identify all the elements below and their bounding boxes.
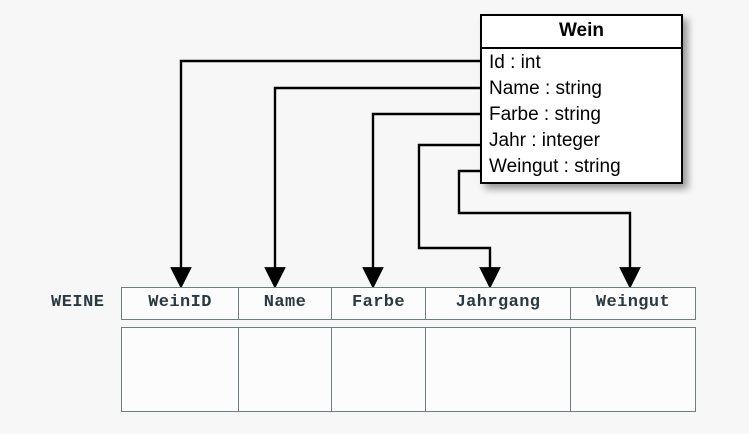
uml-class-name: Wein (482, 16, 681, 49)
connector-farbe-to-farbe (362, 112, 480, 289)
table-row (121, 327, 696, 412)
table-cell-name[interactable] (239, 328, 332, 411)
table-column-header-jahrgang[interactable]: Jahrgang (426, 288, 571, 319)
table-column-header-weingut[interactable]: Weingut (595, 293, 671, 312)
table-cell-farbe[interactable] (332, 328, 426, 411)
table-column-header-name[interactable]: Name (239, 288, 332, 319)
connector-jahr-to-jahrgang (417, 143, 501, 289)
uml-attribute-weingut[interactable]: Weingut : string (489, 156, 621, 177)
table-cell-weinid[interactable] (122, 328, 239, 411)
connector-weingut-to-weingut (457, 169, 641, 289)
relational-table-weine: WeinID Name Farbe Jahrgang Weingut (121, 287, 696, 412)
uml-attribute-jahr[interactable]: Jahr : integer (489, 130, 600, 151)
table-cell-weingut[interactable] (571, 328, 695, 411)
uml-attribute-id[interactable]: Id : int (489, 52, 541, 73)
uml-class-wein[interactable]: Wein Id : int Name : string Farbe : stri… (480, 14, 683, 184)
table-column-header-weinid[interactable]: WeinID (122, 288, 239, 319)
uml-attribute-name[interactable]: Name : string (489, 78, 602, 99)
connector-id-to-weinid (170, 59, 480, 289)
connector-name-to-name (264, 86, 480, 289)
relation-name-weine: WEINE (51, 293, 105, 312)
table-cell-jahrgang[interactable] (426, 328, 571, 411)
table-column-header-farbe[interactable]: Farbe (332, 288, 426, 319)
uml-attribute-farbe[interactable]: Farbe : string (489, 104, 601, 125)
uml-attribute-list: Id : int Name : string Farbe : string Ja… (482, 49, 681, 182)
table-header-row: WeinID Name Farbe Jahrgang Weingut (121, 287, 696, 320)
